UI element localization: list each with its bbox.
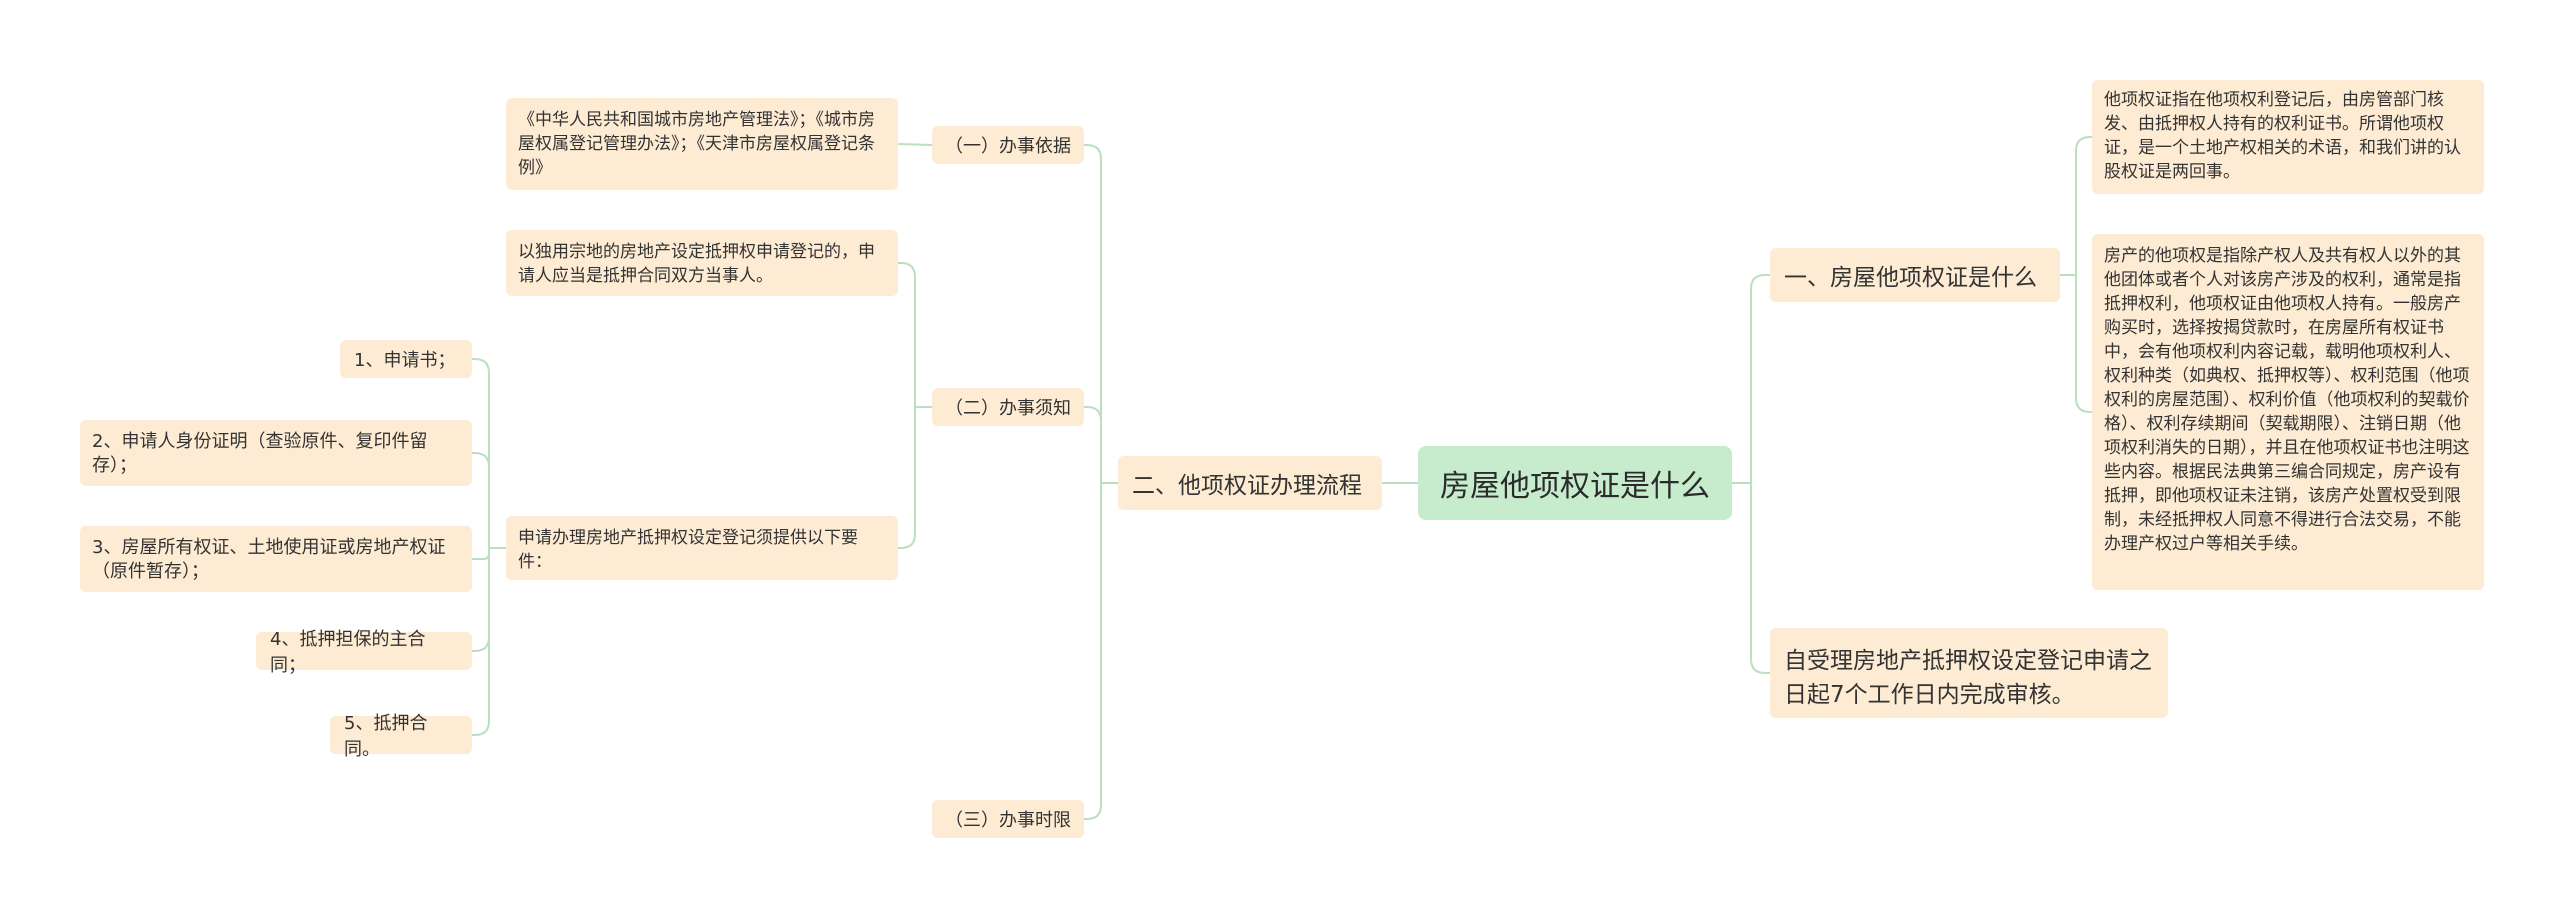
link-root-deadline bbox=[1732, 482, 1770, 674]
notice-item-3[interactable]: 3、房屋所有权证、土地使用证或房地产权证（原件暂存）； bbox=[80, 526, 472, 592]
link-notice-detail-1 bbox=[898, 262, 932, 408]
basis-node[interactable]: （一）办事依据 bbox=[932, 126, 1084, 164]
link-basis-detail bbox=[897, 143, 933, 146]
link-items-2 bbox=[472, 452, 506, 549]
link-process-time bbox=[1084, 482, 1118, 820]
what-is-label: 一、房屋他项权证是什么 bbox=[1784, 265, 2037, 291]
root-node[interactable]: 房屋他项权证是什么 bbox=[1418, 446, 1732, 520]
notice-item-2[interactable]: 2、申请人身份证明（查验原件、复印件留存）； bbox=[80, 420, 472, 486]
what-is-node[interactable]: 一、房屋他项权证是什么 bbox=[1770, 248, 2060, 302]
what-is-detail-1: 他项权证指在他项权利登记后，由房管部门核发、由抵押权人持有的权利证书。所谓他项权… bbox=[2092, 80, 2484, 194]
link-process-basis bbox=[1084, 144, 1118, 484]
notice-label: （二）办事须知 bbox=[945, 398, 1071, 419]
link-what-detail-1 bbox=[2060, 136, 2092, 276]
notice-detail-2: 申请办理房地产抵押权设定登记须提供以下要件： bbox=[506, 516, 898, 580]
basis-label: （一）办事依据 bbox=[945, 136, 1071, 157]
notice-item-4-label: 4、抵押担保的主合同； bbox=[270, 629, 426, 676]
process-label: 二、他项权证办理流程 bbox=[1132, 473, 1362, 499]
notice-item-1-label: 1、申请书； bbox=[354, 350, 456, 371]
process-node[interactable]: 二、他项权证办理流程 bbox=[1118, 456, 1382, 510]
link-what-detail-2 bbox=[2060, 274, 2092, 413]
notice-item-4[interactable]: 4、抵押担保的主合同； bbox=[256, 629, 472, 676]
link-notice-detail-2 bbox=[898, 406, 932, 549]
root-label: 房屋他项权证是什么 bbox=[1440, 469, 1710, 504]
time-label: （三）办事时限 bbox=[945, 810, 1071, 831]
time-node[interactable]: （三）办事时限 bbox=[932, 800, 1084, 838]
notice-item-5[interactable]: 5、抵押合同。 bbox=[330, 713, 472, 760]
basis-detail: 《中华人民共和国城市房地产管理法》；《城市房屋权属登记管理办法》；《天津市房屋权… bbox=[506, 98, 898, 190]
what-is-detail-2: 房产的他项权是指除产权人及共有权人以外的其他团体或者个人对该房产涉及的权利，通常… bbox=[2092, 234, 2484, 590]
notice-detail-1: 以独用宗地的房地产设定抵押权申请登记的，申请人应当是抵押合同双方当事人。 bbox=[506, 230, 898, 296]
notice-item-1[interactable]: 1、申请书； bbox=[340, 340, 472, 378]
deadline-node[interactable]: 自受理房地产抵押权设定登记申请之日起7个工作日内完成审核。 bbox=[1770, 628, 2168, 718]
link-process-notice bbox=[1084, 406, 1118, 484]
notice-item-5-label: 5、抵押合同。 bbox=[344, 713, 428, 760]
link-root-what bbox=[1732, 274, 1770, 484]
link-items-5 bbox=[472, 547, 506, 736]
notice-node[interactable]: （二）办事须知 bbox=[932, 388, 1084, 426]
link-items-1 bbox=[472, 358, 506, 549]
